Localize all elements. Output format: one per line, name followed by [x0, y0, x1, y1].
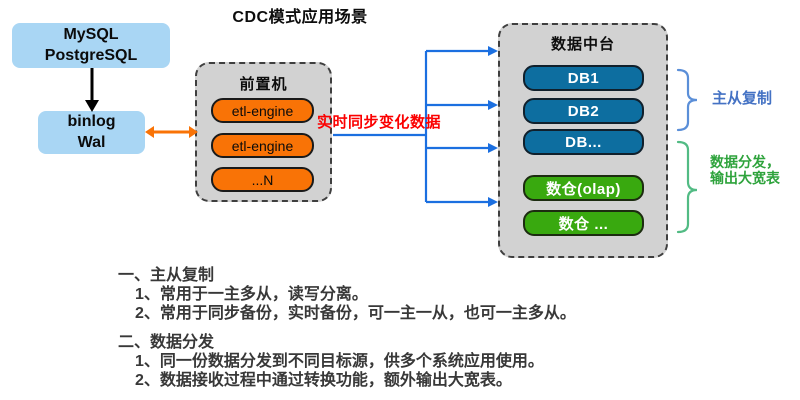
notes-section-distribution: 二、数据分发 1、同一份数据分发到不同目标源，供多个系统应用使用。 2、数据接收…	[118, 333, 678, 390]
distribution-label-line2: 输出大宽表	[710, 169, 780, 186]
down-arrow-icon	[85, 68, 99, 112]
platform-panel-title: 数据中台	[550, 36, 615, 53]
page-title: CDC模式应用场景	[232, 9, 368, 26]
replication-label: 主从复制	[712, 90, 773, 107]
notes-heading: 二、数据分发	[118, 334, 215, 351]
sync-data-label: 实时同步变化数据	[317, 114, 442, 131]
notes-item: 1、常用于一主多从，读写分离。	[135, 286, 368, 303]
data-platform-panel: 数据中台 DB1 DB2 DB... 数仓(olap) 数仓 ...	[498, 23, 668, 258]
brace-blue-icon	[676, 68, 698, 132]
distribution-label: 数据分发， 输出大宽表	[710, 154, 780, 186]
warehouse-more-node: 数仓 ...	[523, 210, 644, 236]
source-db-line2: PostgreSQL	[44, 46, 138, 64]
notes-item: 2、数据接收过程中通过转换功能，额外输出大宽表。	[135, 372, 512, 389]
notes-section-replication: 一、主从复制 1、常用于一主多从，读写分离。 2、常用于同步备份，实时备份，可一…	[118, 266, 678, 323]
source-db-box: MySQL PostgreSQL	[12, 23, 170, 68]
source-db-line1: MySQL	[63, 25, 119, 43]
etl-engine-node: etl-engine	[211, 98, 314, 123]
binlog-line1: binlog	[67, 112, 116, 130]
notes-list: 一、主从复制 1、常用于一主多从，读写分离。 2、常用于同步备份，实时备份，可一…	[118, 266, 678, 390]
notes-item: 2、常用于同步备份，实时备份，可一主一从，也可一主多从。	[135, 305, 576, 322]
db-node-2: DB2	[523, 98, 644, 124]
etl-engine-node: etl-engine	[211, 133, 314, 158]
binlog-wal-box: binlog Wal	[38, 111, 145, 154]
db-node-more: DB...	[523, 129, 644, 155]
etl-engine-node-more: ...N	[211, 167, 314, 192]
double-arrow-icon	[145, 126, 198, 138]
warehouse-olap-node: 数仓(olap)	[523, 175, 644, 201]
frontend-panel-title: 前置机	[239, 76, 288, 93]
notes-item: 1、同一份数据分发到不同目标源，供多个系统应用使用。	[135, 353, 544, 370]
frontend-panel: 前置机 etl-engine etl-engine ...N	[195, 62, 332, 202]
db-node-1: DB1	[523, 65, 644, 91]
brace-green-icon	[676, 140, 698, 234]
distribution-label-line1: 数据分发，	[710, 154, 780, 170]
notes-heading: 一、主从复制	[118, 267, 215, 284]
binlog-line2: Wal	[77, 133, 106, 151]
